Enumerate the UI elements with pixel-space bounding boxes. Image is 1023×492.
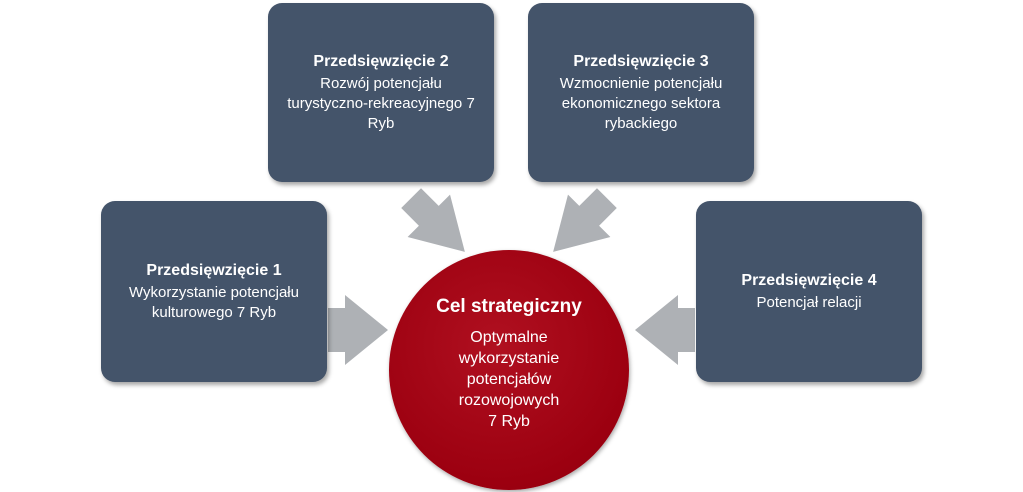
strategic-goal-description: Optymalne wykorzystanie potencjałów rozo… bbox=[458, 328, 560, 430]
project-1-title: Przedsięwzięcie 1 bbox=[146, 262, 282, 279]
arrow-3 bbox=[553, 188, 617, 252]
project-1-description: Wykorzystanie potencjału kulturowego 7 R… bbox=[129, 284, 299, 321]
strategic-goal-circle: Cel strategiczny Optymalne wykorzystanie… bbox=[389, 250, 629, 490]
project-1-box: Przedsięwzięcie 1 Wykorzystanie potencja… bbox=[101, 201, 327, 382]
arrow-2 bbox=[401, 188, 465, 252]
arrow-4 bbox=[635, 295, 695, 365]
project-3-title: Przedsięwzięcie 3 bbox=[573, 53, 709, 70]
project-2-box: Przedsięwzięcie 2 Rozwój potencjału tury… bbox=[268, 3, 494, 182]
project-4-box: Przedsięwzięcie 4 Potencjał relacji bbox=[696, 201, 922, 382]
project-2-title: Przedsięwzięcie 2 bbox=[313, 53, 449, 70]
arrow-1 bbox=[328, 295, 388, 365]
project-3-description: Wzmocnienie potencjału ekonomicznego sek… bbox=[559, 75, 723, 132]
project-2-description: Rozwój potencjału turystyczno-rekreacyjn… bbox=[287, 75, 475, 132]
project-4-title: Przedsięwzięcie 4 bbox=[741, 272, 877, 289]
strategic-goal-title: Cel strategiczny bbox=[436, 295, 582, 317]
project-3-box: Przedsięwzięcie 3 Wzmocnienie potencjału… bbox=[528, 3, 754, 182]
project-4-description: Potencjał relacji bbox=[756, 294, 862, 311]
